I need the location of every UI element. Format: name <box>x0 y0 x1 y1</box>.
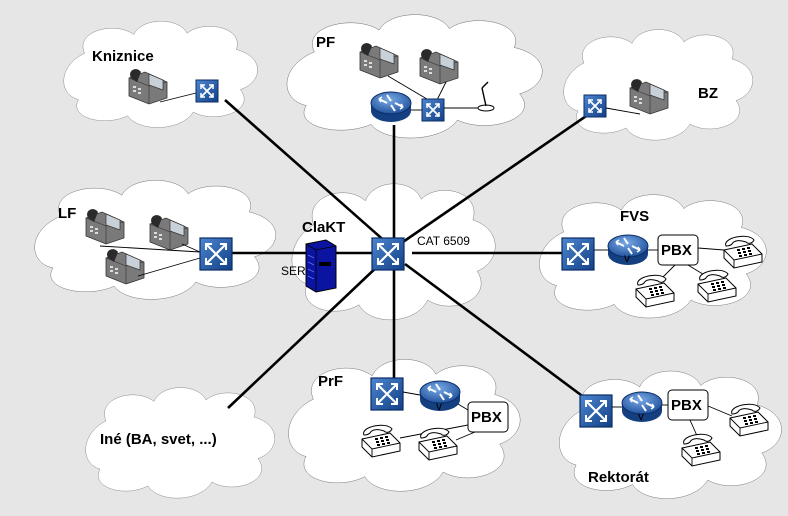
site-label-bz: BZ <box>698 85 718 102</box>
pbx-icon <box>657 234 699 266</box>
switch-icon <box>421 98 445 122</box>
link-bz <box>399 110 593 246</box>
router-mark: v <box>436 399 442 413</box>
pbx-label-fvs: PBX <box>661 242 692 259</box>
core-name: ClaKT <box>302 219 345 236</box>
pbx-label-rektorat: PBX <box>671 397 702 414</box>
server-icon <box>305 239 337 293</box>
pbx-icon <box>667 389 709 421</box>
microphone-icon <box>477 81 495 112</box>
site-label-pf: PF <box>316 34 335 51</box>
router-mark: v <box>624 251 630 265</box>
pbx-icon <box>467 401 509 433</box>
link-ine <box>227 263 381 409</box>
router-icon <box>370 91 412 123</box>
cloud-kniznice <box>63 21 258 128</box>
site-label-kniznice: Kniznice <box>92 48 154 65</box>
server-label: SER <box>281 264 306 278</box>
switch-icon <box>198 236 234 272</box>
site-label-ine: Iné (BA, svet, ...) <box>100 431 217 448</box>
link-rektorat <box>404 262 586 400</box>
switch-icon <box>560 236 596 272</box>
site-label-rektorat: Rektorát <box>588 469 649 486</box>
core-switch-label: CAT 6509 <box>417 234 470 248</box>
switch-icon <box>369 376 405 412</box>
switch-icon <box>583 94 607 118</box>
link-kniznice <box>224 99 389 245</box>
switch-icon <box>578 393 614 429</box>
backbone-links <box>224 99 593 409</box>
pbx-label-prf: PBX <box>471 409 502 426</box>
site-label-lf: LF <box>58 205 76 222</box>
site-label-fvs: FVS <box>620 208 649 225</box>
switch-icon <box>195 79 219 103</box>
router-mark: v <box>638 409 644 423</box>
core-switch-icon <box>370 236 406 272</box>
site-label-prf: PrF <box>318 373 343 390</box>
cloud-bz <box>563 29 753 141</box>
